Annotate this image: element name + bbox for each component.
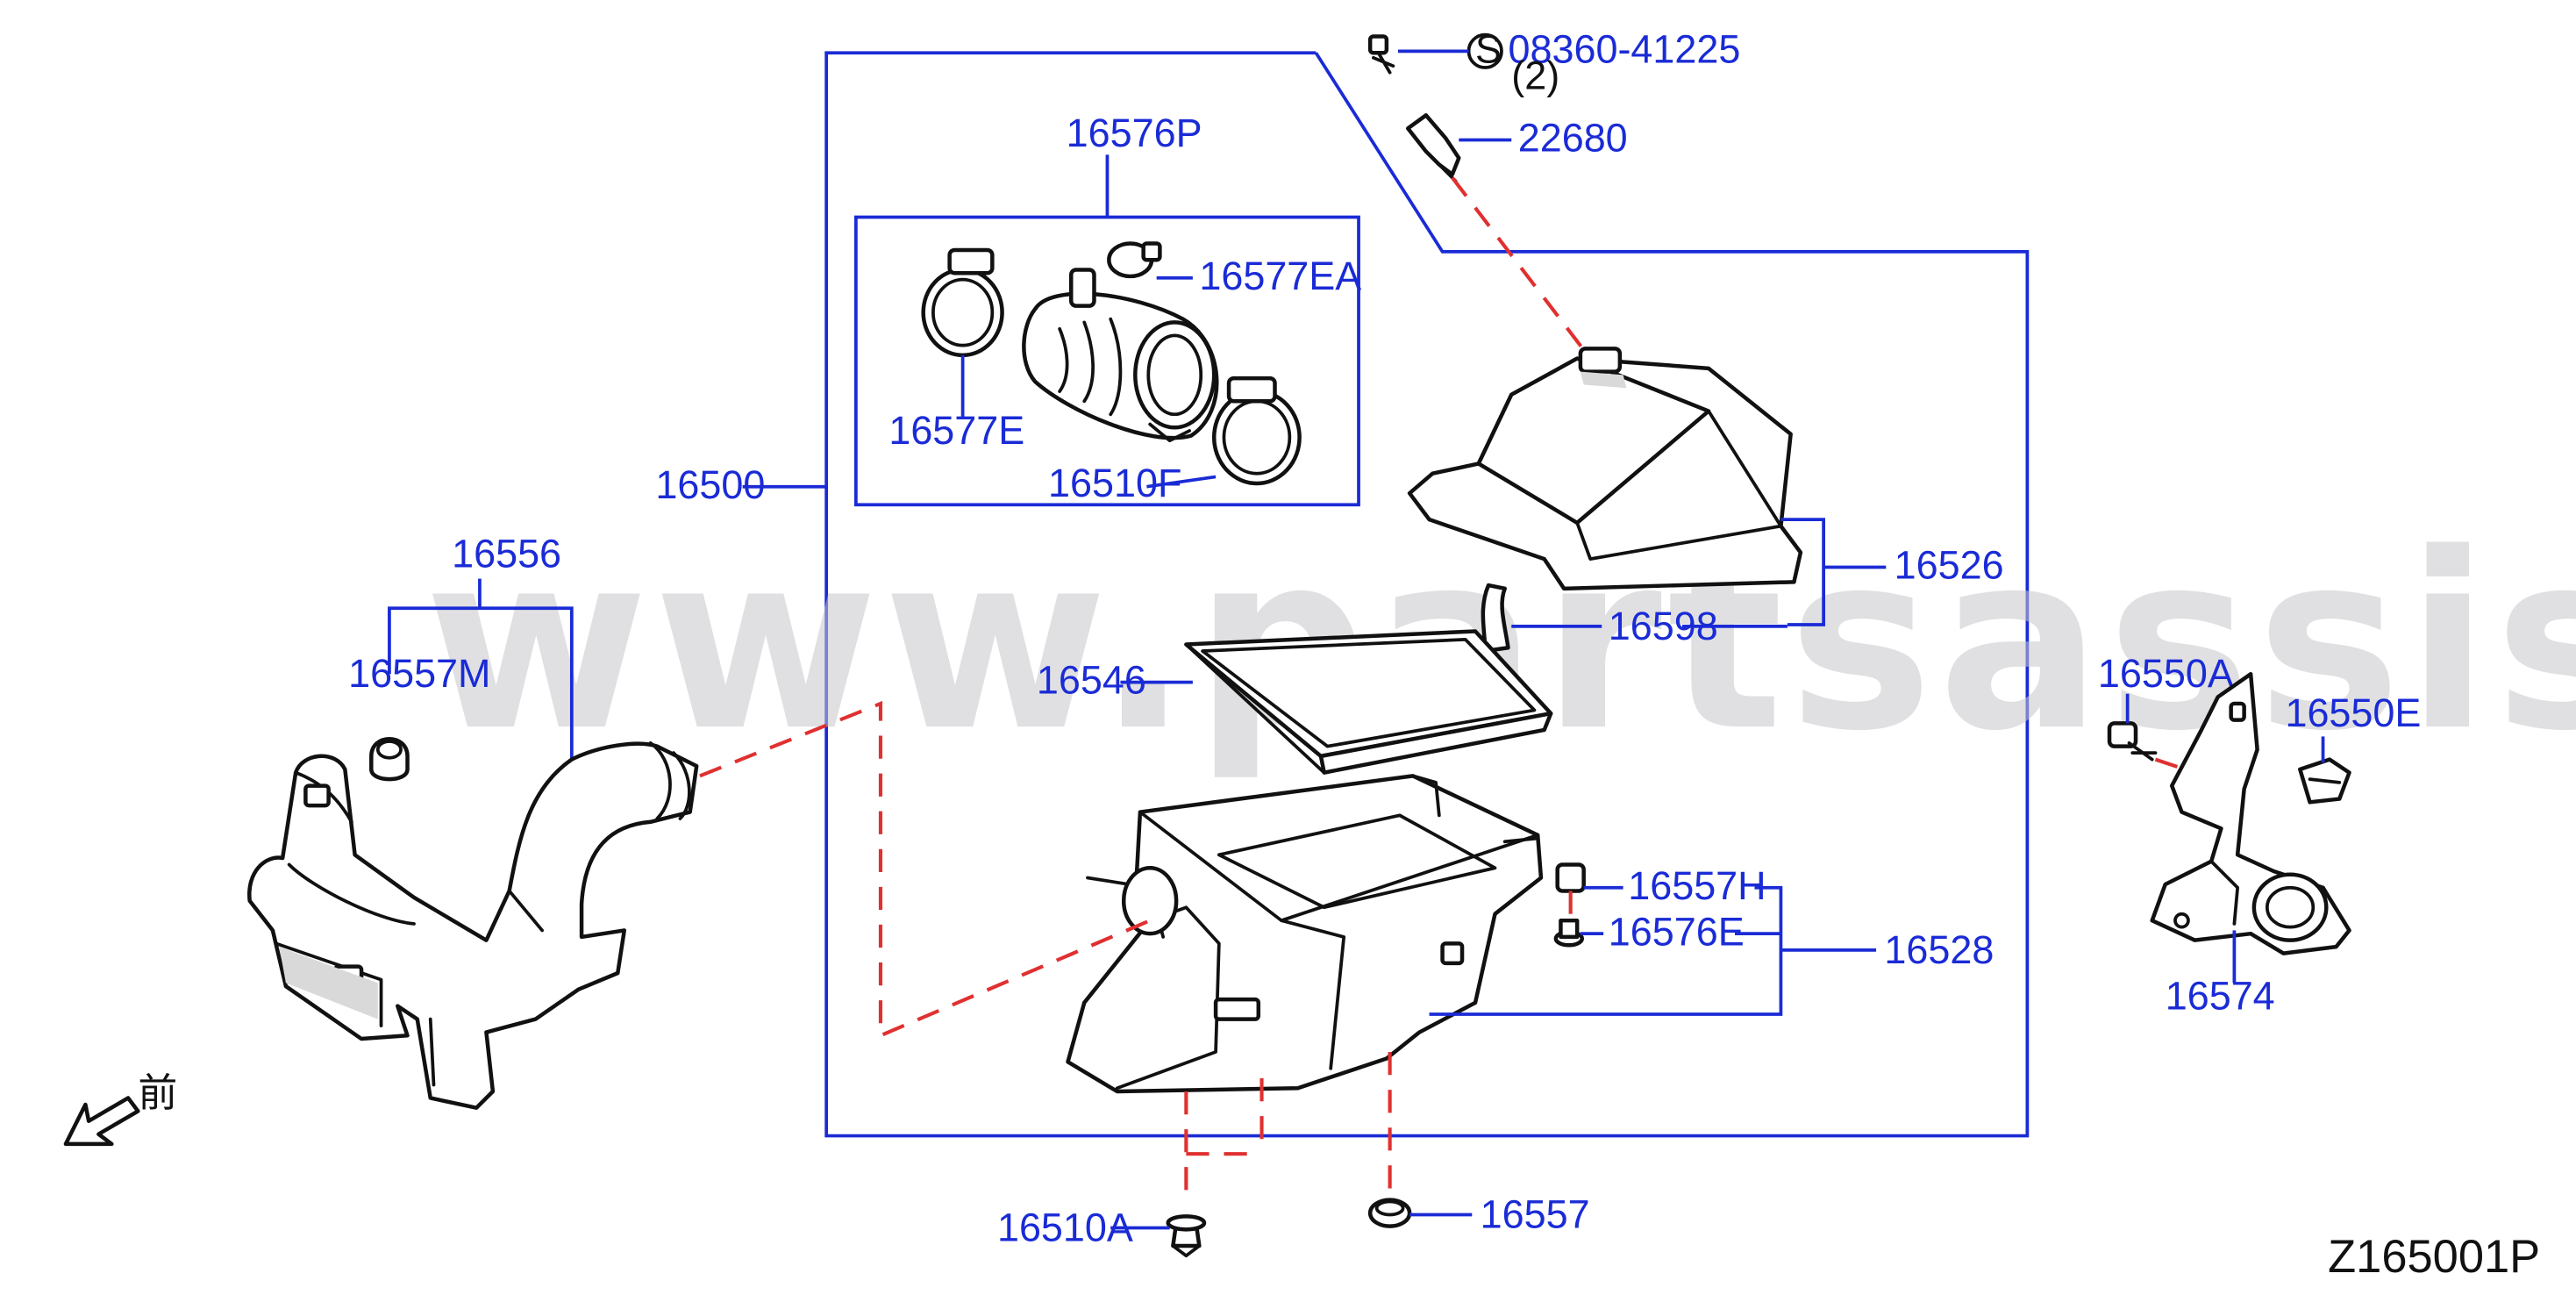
- air-cleaner-cover-16526-icon: [1407, 347, 1803, 591]
- airflow-sensor-22680-icon: [1405, 113, 1461, 183]
- callout-16556: 16556: [452, 531, 561, 576]
- bolt-16576E-icon: [1553, 918, 1585, 948]
- mounting-bracket-16574-icon: [2150, 671, 2351, 955]
- screw-symbol: S: [1475, 26, 1502, 71]
- clip-16510A-icon: [1166, 1214, 1207, 1258]
- bolt-16550A-icon: [2107, 721, 2158, 762]
- callout-16550E: 16550E: [2285, 690, 2421, 735]
- callout-16574: 16574: [2166, 973, 2275, 1018]
- callout-16528: 16528: [1884, 927, 1994, 972]
- front-direction-arrow-icon: [63, 1096, 140, 1147]
- hose-clamp-16510F-icon: [1211, 376, 1302, 486]
- callout-16576P: 16576P: [1067, 111, 1202, 155]
- bracket-16598-icon: [1481, 583, 1510, 654]
- callout-16526: 16526: [1895, 543, 2004, 588]
- callout-16577EA: 16577EA: [1199, 254, 1361, 298]
- grommet-16557M-icon: [369, 736, 410, 782]
- callout-16557H: 16557H: [1628, 863, 1766, 908]
- air-duct-16556-icon: [247, 741, 699, 1110]
- grommet-16557H-icon: [1555, 862, 1586, 893]
- callout-16500: 16500: [655, 462, 765, 507]
- hose-clamp-16577EA-icon: [1107, 241, 1162, 279]
- callout-16557: 16557: [1481, 1191, 1590, 1236]
- callout-16550A: 16550A: [2098, 651, 2234, 696]
- intake-duct-16576P-icon: [1022, 268, 1219, 443]
- filter-element-16546-icon: [1184, 629, 1553, 775]
- grommet-16557-icon: [1367, 1198, 1412, 1228]
- callout-16510A: 16510A: [997, 1205, 1133, 1249]
- callout-16546: 16546: [1037, 658, 1146, 703]
- callout-08360-qty: (2): [1511, 53, 1559, 97]
- front-marker: 前: [138, 1070, 177, 1115]
- assembly-frame-16500: [742, 51, 2030, 1138]
- callout-22680: 22680: [1518, 116, 1628, 161]
- callout-16576E: 16576E: [1609, 909, 1745, 954]
- callout-16557M: 16557M: [348, 651, 490, 696]
- hose-clamp-16577E-icon: [921, 247, 1004, 358]
- callout-16510F: 16510F: [1048, 461, 1181, 505]
- drawing-code: Z165001P: [2328, 1232, 2540, 1283]
- clip-16550E-icon: [2298, 757, 2351, 805]
- air-cleaner-body-16528-icon: [1066, 774, 1544, 1094]
- callout-08360-41225: 08360-41225: [1508, 26, 1740, 71]
- callout-16577E: 16577E: [888, 408, 1024, 453]
